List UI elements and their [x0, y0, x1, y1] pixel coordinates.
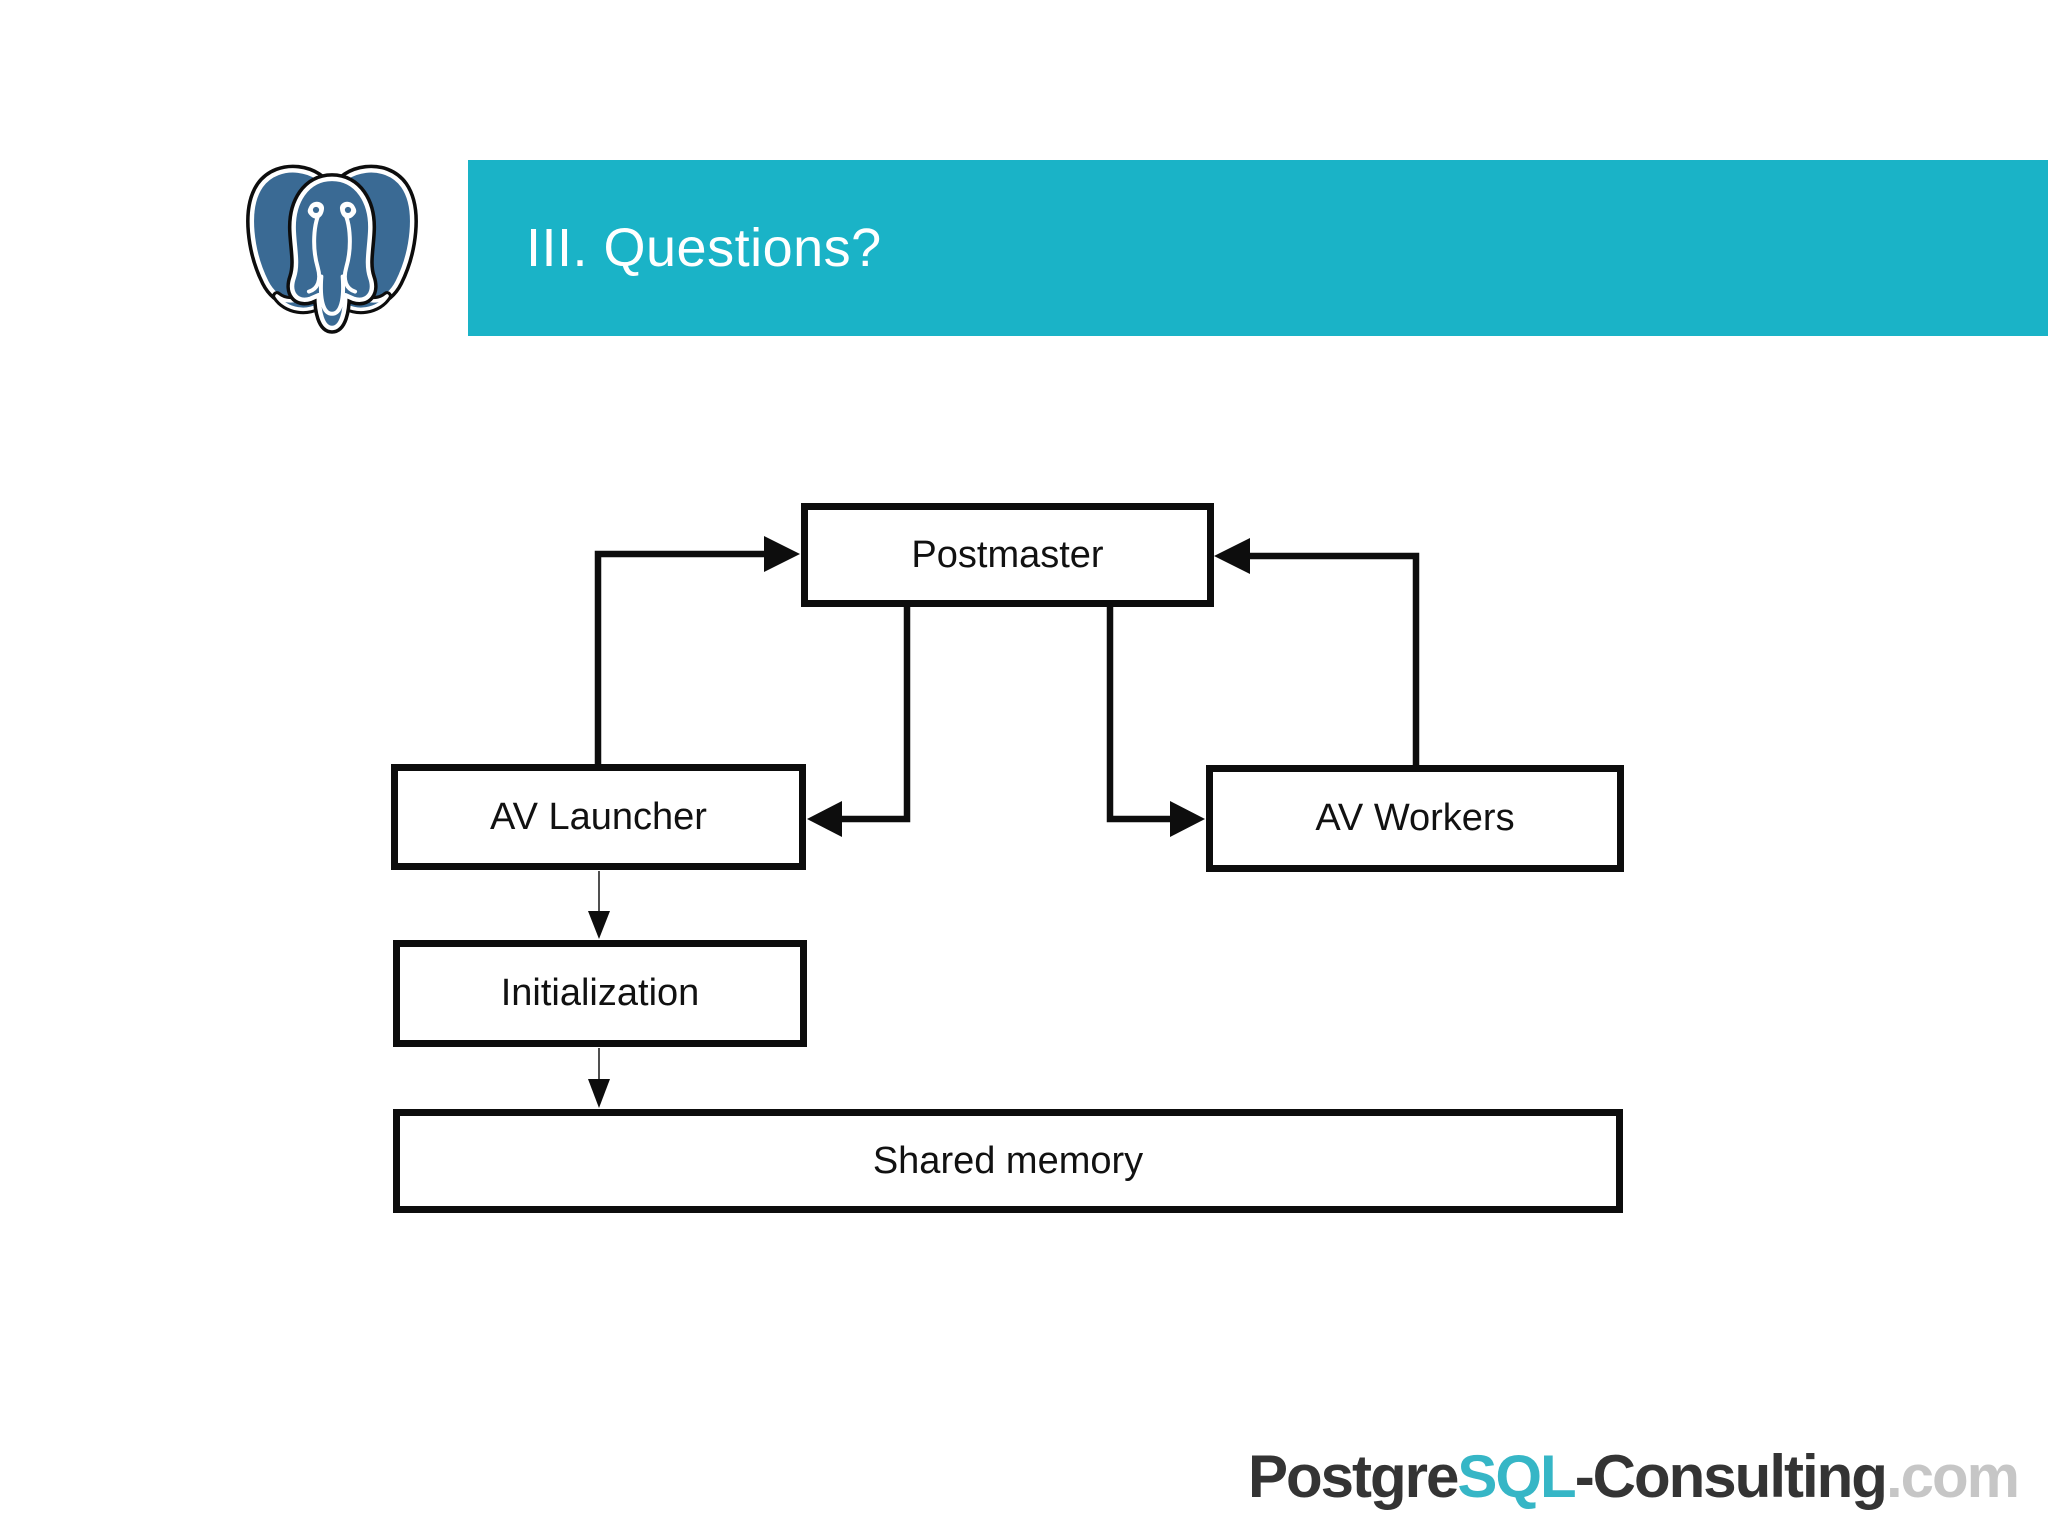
edge-av-launcher-to-postmaster [594, 550, 764, 764]
brand-part-postgre: Postgre [1247, 1443, 1459, 1510]
node-label: AV Launcher [490, 795, 707, 838]
postgresql-elephant-logo [246, 164, 418, 334]
brand-part-com: .com [1885, 1443, 2020, 1510]
diagram-node-shared-memory: Shared memory [393, 1109, 1623, 1213]
arrowhead-into-av-launcher [807, 801, 842, 837]
node-label: Postmaster [911, 533, 1104, 576]
arrowhead-into-shared-memory [588, 1079, 610, 1108]
slide-title: III. Questions? [526, 218, 882, 278]
edge-postmaster-to-av-workers [1106, 607, 1170, 823]
edge-postmaster-to-av-launcher [842, 607, 911, 823]
elephant-silhouette [246, 164, 418, 334]
diagram-node-initialization: Initialization [393, 940, 807, 1047]
node-label: Shared memory [872, 1139, 1144, 1182]
brand-part-consulting: -Consulting [1574, 1443, 1888, 1510]
node-label: AV Workers [1315, 797, 1515, 839]
arrowhead-into-postmaster-right [1214, 538, 1250, 574]
arrowhead-into-av-workers [1170, 801, 1205, 837]
postgresql-consulting-brand: PostgreSQL-Consulting.com [1247, 1442, 2020, 1511]
brand-part-sql: SQL [1457, 1443, 1576, 1510]
node-label: Initialization [500, 972, 700, 1014]
slide-header-bar: III. Questions? [468, 160, 2048, 336]
elephant-face-details [306, 201, 358, 316]
diagram-node-av-launcher: AV Launcher [391, 764, 806, 870]
arrowhead-into-postmaster-left [764, 536, 800, 572]
diagram-node-av-workers: AV Workers [1206, 765, 1624, 872]
arrowhead-into-initialization [588, 911, 610, 939]
diagram-node-postmaster: Postmaster [801, 503, 1214, 607]
edge-av-workers-to-postmaster [1250, 552, 1420, 765]
